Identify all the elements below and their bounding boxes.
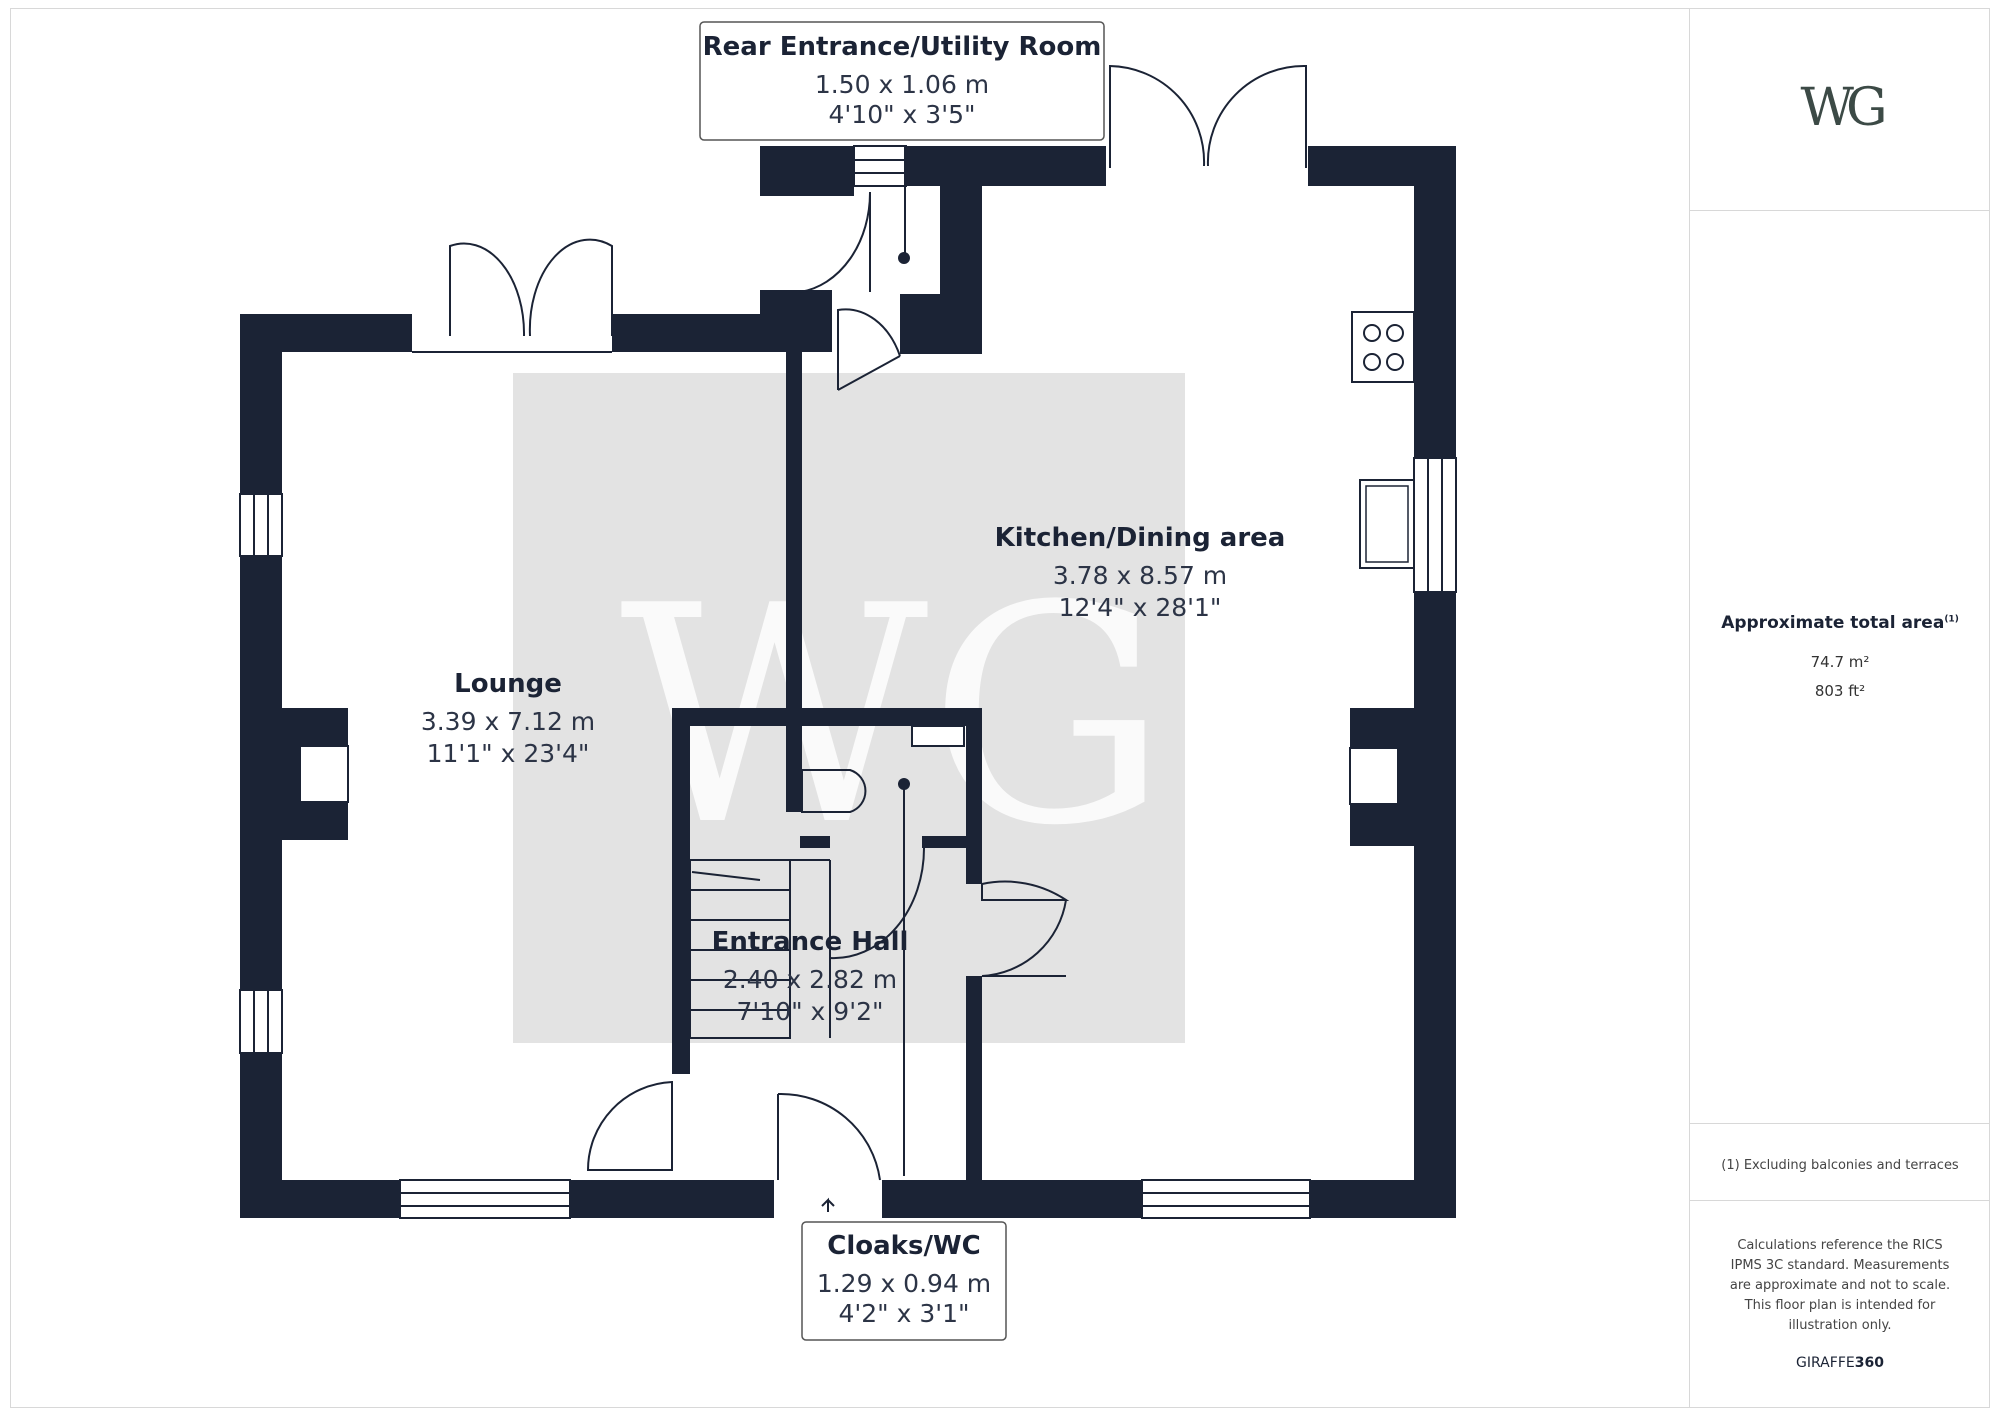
door-swing	[829, 847, 926, 960]
french-door	[449, 242, 526, 337]
wall-segment	[966, 708, 982, 884]
wall-segment	[900, 294, 982, 354]
room-imperial-cloaks: 4'2" x 3'1"	[838, 1299, 969, 1328]
basin	[911, 725, 965, 747]
wall-segment	[760, 146, 854, 196]
area-note-marker: (1)	[1944, 614, 1959, 625]
room-metric-lounge: 3.39 x 7.12 m	[421, 707, 595, 736]
wg-logo: WG	[1800, 78, 1888, 138]
wall-segment	[570, 1180, 774, 1218]
area-title-text: Approximate total area	[1721, 613, 1945, 633]
wall-segment	[672, 708, 690, 1074]
window	[239, 493, 283, 557]
wall-segment	[922, 836, 966, 848]
room-name-kitchen: Kitchen/Dining area	[995, 523, 1286, 553]
divider	[1690, 1200, 1990, 1201]
label-box-cloaks	[801, 1221, 1007, 1341]
french-door	[1109, 64, 1206, 168]
info-sidebar: WG Approximate total area(1) 74.7 m² 803…	[1689, 8, 1990, 1408]
hob	[1351, 311, 1415, 383]
staircase	[689, 859, 831, 1039]
front-door-swing	[586, 1080, 673, 1171]
sink	[1359, 479, 1415, 569]
giraffe360-brand: GIRAFFE360	[1690, 1355, 1990, 1371]
wall-segment	[1308, 146, 1456, 186]
room-imperial-rear-entrance: 4'10" x 3'5"	[829, 100, 976, 129]
wall-segment	[882, 1180, 1142, 1218]
wall-segment	[240, 556, 282, 990]
wall-segment	[1414, 592, 1456, 1218]
logo-section: WG	[1690, 8, 1990, 211]
area-title: Approximate total area(1)	[1690, 613, 1990, 633]
brand-suffix: 360	[1854, 1355, 1884, 1371]
room-imperial-lounge: 11'1" x 23'4"	[427, 739, 590, 768]
wall-segment	[1414, 146, 1456, 458]
fireplace	[299, 745, 349, 803]
front-door-swing	[777, 1092, 881, 1181]
room-metric-cloaks: 1.29 x 0.94 m	[817, 1269, 991, 1298]
footnote: (1) Excluding balconies and terraces	[1721, 1158, 1959, 1173]
window	[239, 989, 283, 1054]
wall-segment	[760, 290, 832, 352]
calc-note: Calculations reference the RICS IPMS 3C …	[1729, 1238, 1951, 1333]
door-swing	[981, 880, 1070, 901]
area-ft2: 803 ft²	[1814, 682, 1866, 700]
french-door	[1206, 64, 1307, 168]
room-metric-entrance-hall: 2.40 x 2.82 m	[723, 965, 897, 994]
divider	[1690, 1123, 1990, 1124]
window	[1413, 457, 1457, 593]
area-m2: 74.7 m²	[1810, 653, 1870, 671]
wall-segment	[672, 708, 982, 726]
window	[399, 1179, 571, 1219]
room-imperial-entrance-hall: 7'10" x 9'2"	[737, 997, 884, 1026]
window	[1141, 1179, 1311, 1219]
room-name-cloaks: Cloaks/WC	[827, 1231, 980, 1261]
room-name-entrance-hall: Entrance Hall	[712, 927, 909, 957]
door-swing	[837, 308, 901, 390]
page-frame	[10, 8, 1990, 1408]
wall-segment	[966, 976, 982, 1186]
room-metric-kitchen: 3.78 x 8.57 m	[1053, 561, 1227, 590]
window	[853, 145, 907, 187]
door-swing	[799, 191, 872, 293]
entry-arrow-icon	[821, 1197, 835, 1212]
room-metric-rear-entrance: 1.50 x 1.06 m	[815, 70, 989, 99]
room-name-rear-entrance: Rear Entrance/Utility Room	[703, 32, 1102, 62]
partition-wall	[786, 352, 802, 812]
room-imperial-kitchen: 12'4" x 28'1"	[1059, 593, 1222, 622]
wall-segment	[240, 1180, 400, 1218]
floor-plan: WG	[239, 21, 1457, 1341]
wall-segment	[906, 146, 1106, 186]
fireplace	[1349, 747, 1399, 805]
label-box-rear-entrance	[699, 21, 1105, 141]
french-door	[528, 238, 613, 337]
brand-prefix: GIRAFFE	[1796, 1355, 1855, 1371]
light-point	[898, 252, 910, 264]
toilet	[801, 769, 867, 813]
wall-segment	[240, 314, 282, 494]
room-name-lounge: Lounge	[454, 669, 562, 699]
wall-segment	[800, 836, 830, 848]
